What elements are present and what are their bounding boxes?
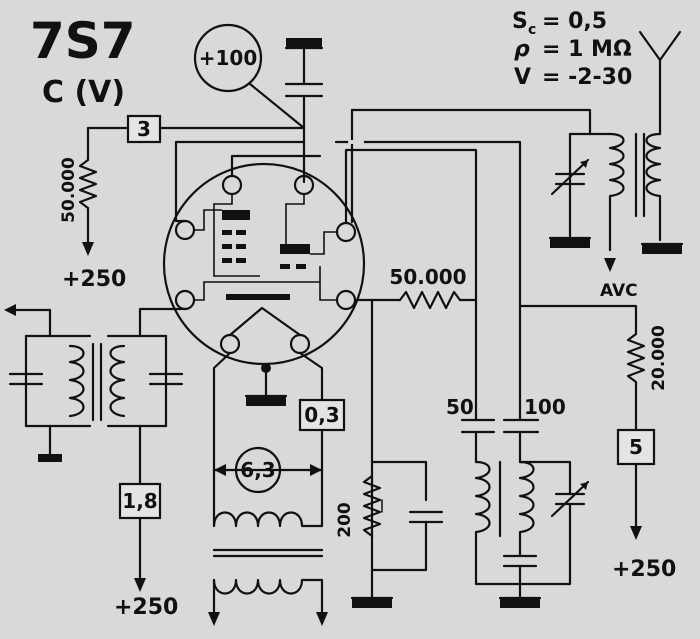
param-rho-symbol: ρ (514, 37, 530, 62)
plus100-label: +100 (199, 46, 258, 70)
plus250-bottom-label: +250 (114, 595, 178, 620)
param-sc-symbol: S (512, 9, 528, 34)
box-18-label: 1,8 (122, 489, 157, 513)
param-rho-value: = 1 MΩ (542, 37, 632, 62)
avc-label: AVC (600, 281, 638, 301)
plus250-left-label: +250 (62, 267, 126, 292)
param-sc-subscript: c (528, 22, 536, 38)
r-50000-mid-label: 50.000 (389, 265, 466, 289)
box-03-label: 0,3 (304, 403, 339, 427)
param-v-symbol: V (514, 65, 531, 90)
c100-label: 100 (524, 395, 566, 419)
heater-circuit: 0,3 6,3 (208, 351, 346, 626)
box-5-label: 5 (629, 435, 643, 459)
c50-label: 50 (446, 395, 474, 419)
tube-subtitle: C (V) (42, 75, 125, 110)
r-200-label: 200 (335, 502, 355, 538)
top-bypass-capacitor (284, 38, 324, 184)
param-sc-value: = 0,5 (542, 9, 607, 34)
if-tuned-circuit: 50 100 (446, 395, 590, 608)
r-50000-left-label: 50.000 (59, 157, 79, 223)
tube-envelope (162, 162, 366, 366)
plate-output-network: 50.000 20.000 5 +250 (353, 265, 676, 582)
suppressor-ground (244, 363, 288, 406)
screen-voltage-label: +100 (193, 23, 306, 130)
box-3-label: 3 (137, 117, 151, 141)
param-v-value: = -2-30 (542, 65, 632, 90)
heater-voltage-label: 6,3 (240, 458, 275, 482)
tube-type-title: 7S7 (30, 12, 136, 70)
plate-grid-wiring (174, 108, 592, 422)
cathode-network: 200 (335, 298, 444, 608)
tube-parameters: S c = 0,5 ρ = 1 MΩ V = -2-30 (512, 9, 632, 90)
grid-feed-network: 3 50.000 +250 (59, 114, 306, 292)
r-20000-label: 20.000 (649, 325, 669, 391)
plus250-right-label: +250 (612, 557, 676, 582)
input-transformer: AVC (548, 30, 684, 301)
output-if-transformer: 1,8 +250 (4, 304, 187, 620)
